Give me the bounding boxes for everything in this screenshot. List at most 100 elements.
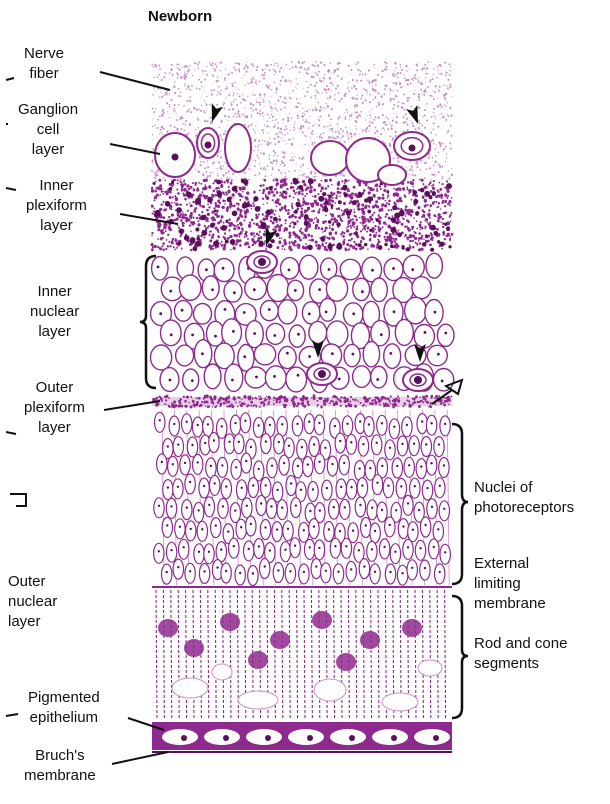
photoreceptor-nucleus [155,412,165,432]
photoreceptor-nucleus [390,544,400,564]
photoreceptor-nucleus [439,501,449,521]
photoreceptor-nucleolus [221,464,223,466]
photoreceptor-nucleus [209,433,219,453]
photoreceptor-nucleus [407,560,417,580]
photoreceptor-nucleus [385,564,395,584]
photoreceptor-nucleus [199,478,209,498]
photoreceptor-nucleus [175,519,185,539]
photoreceptor-nucleus [197,521,207,541]
photoreceptor-nucleolus [241,487,243,489]
leader-bruchs-membrane [112,752,168,764]
photoreceptor-nucleolus [345,545,347,547]
inner-nuclear-nucleolus [380,333,383,336]
inner-nuclear-cell [176,345,194,366]
photoreceptor-nucleolus [270,505,272,507]
photoreceptor-nucleus [297,439,307,459]
inner-nuclear-nucleolus [255,376,258,379]
photoreceptor-nucleolus [172,463,174,465]
photoreceptor-nucleus [168,456,178,476]
photoreceptor-nucleolus [396,465,398,467]
photoreceptor-nucleus [408,522,418,542]
cone-cluster [360,631,380,649]
rod-segment [430,590,431,720]
ganglion-cell [225,124,251,172]
cone-cluster [270,631,290,649]
photoreceptor-nucleolus [250,446,252,448]
photoreceptor-nucleus [204,544,214,564]
photoreceptor-nucleolus [173,423,175,425]
photoreceptor-nucleus [193,502,203,522]
photoreceptor-nucleolus [337,571,339,573]
inner-nuclear-nucleolus [411,268,414,271]
photoreceptor-nucleus [166,498,176,518]
photoreceptor-nucleolus [371,548,373,550]
photoreceptor-nucleus [309,519,319,539]
photoreceptor-nucleus [154,498,164,518]
photoreceptor-nucleolus [303,529,305,531]
photoreceptor-nucleus [286,476,296,496]
photoreceptor-nucleus [322,480,332,500]
photoreceptor-nucleolus [313,443,315,445]
photoreceptor-nucleolus [216,566,218,568]
inner-nuclear-nucleolus [201,352,204,355]
photoreceptor-nucleolus [214,482,216,484]
photoreceptor-nucleus [299,564,309,584]
photoreceptor-nucleus [292,416,302,436]
photoreceptor-nucleolus [333,506,335,508]
cone-cluster [312,611,332,629]
arrowhead-ganglion-left [212,103,223,122]
inner-nuclear-nucleolus [243,311,246,314]
rod-segment [163,590,164,720]
photoreceptor-nucleolus [389,571,391,573]
photoreceptor-nucleolus [363,565,365,567]
photoreceptor-nucleus [261,434,271,454]
segment-gap [418,660,442,676]
rod-segment [223,590,224,720]
photoreceptor-nucleus [163,480,173,500]
photoreceptor-nucleus [403,539,413,559]
photoreceptor-nucleolus [318,422,320,424]
photoreceptor-nucleus [211,518,221,538]
photoreceptor-nucleus [273,563,283,583]
inner-nuclear-nucleolus [434,311,437,314]
cone-cluster [248,651,268,669]
photoreceptor-nucleus [392,458,402,478]
inner-nuclear-cell [412,277,431,299]
photoreceptor-nucleus [162,564,172,584]
photoreceptor-nucleolus [158,550,160,552]
photoreceptor-nucleolus [394,551,396,553]
photoreceptor-nucleus [314,415,324,435]
photoreceptor-nucleus [409,436,419,456]
photoreceptor-nucleus [340,499,350,519]
pigment-cell [246,729,282,745]
inner-nuclear-nucleolus [308,313,311,316]
photoreceptor-nucleolus [361,484,363,486]
rod-segment [437,590,438,720]
photoreceptor-nucleolus [352,530,354,532]
inner-nuclear-cell [395,319,413,345]
photoreceptor-nucleus [383,478,393,498]
photoreceptor-nucleolus [264,526,266,528]
edge-mark [6,188,16,190]
photoreceptor-nucleolus [325,570,327,572]
segment-gap [382,693,418,711]
photoreceptor-nuclei [154,410,451,586]
photoreceptor-nucleus [285,563,295,583]
inner-nuclear-cell [403,255,424,278]
inner-nuclear-nucleolus [424,331,427,334]
inner-nuclear-cell [414,325,434,348]
photoreceptor-nucleolus [371,507,373,509]
photoreceptor-nucleolus [283,462,285,464]
pigmented-epithelium-cells [152,722,452,752]
photoreceptor-nucleus [367,500,377,520]
photoreceptor-nucleolus [419,547,421,549]
inner-nuclear-nucleolus [243,355,246,358]
rod-segment [297,590,298,720]
photoreceptor-nucleus [182,500,192,520]
photoreceptor-nucleolus [238,441,240,443]
inner-nuclear-nucleolus [211,288,214,291]
photoreceptor-nucleolus [189,481,191,483]
photoreceptor-nucleus [321,563,331,583]
edge-mark [6,432,16,434]
photoreceptor-nucleolus [346,423,348,425]
